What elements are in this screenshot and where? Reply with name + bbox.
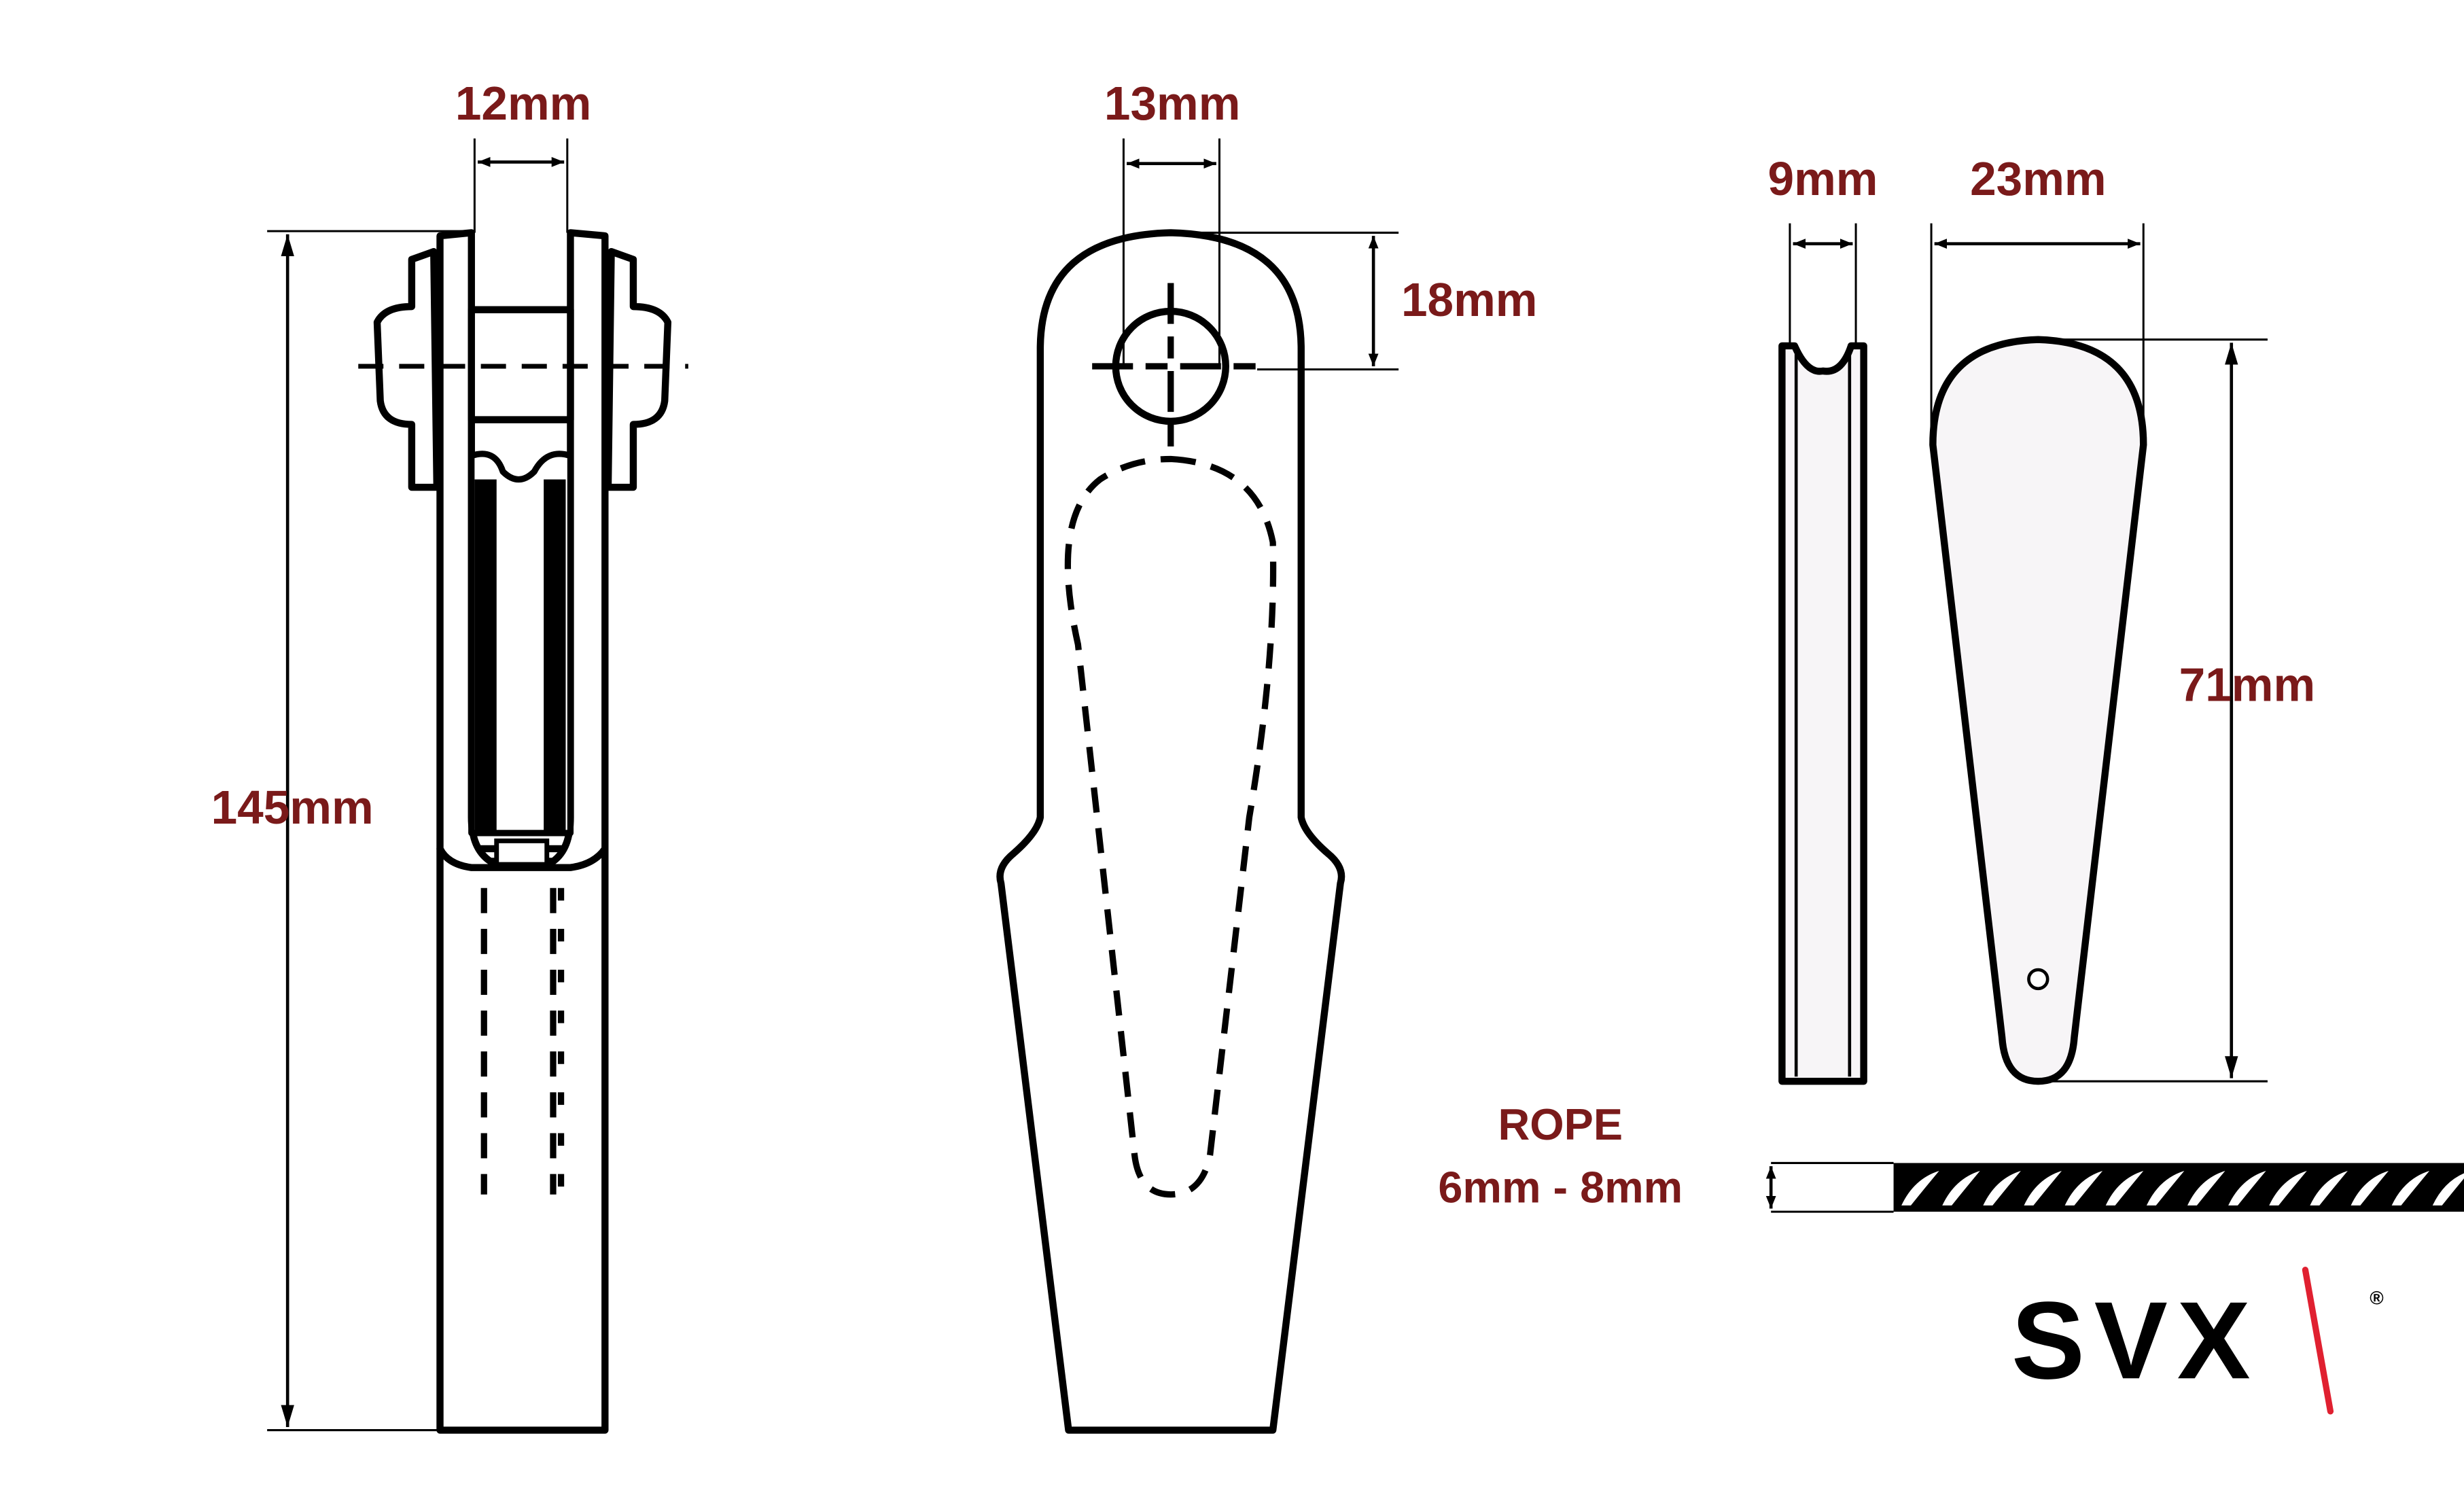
fork-length-label: 145mm [211, 781, 374, 834]
wedge-dimensions [1789, 223, 2268, 1083]
wedge-thickness-label: 9mm [1768, 152, 1878, 205]
wedge-width-label: 23mm [1970, 152, 2107, 205]
rope-strand [2024, 1171, 2062, 1206]
rope-strand [2310, 1171, 2348, 1206]
socket-hole-label: 18mm [1401, 273, 1538, 326]
rope-strand [2105, 1171, 2144, 1206]
wedge-side-view [1778, 342, 1867, 1085]
svx-logo: SVX ® [2011, 1267, 2384, 1415]
logo-text: SVX [2011, 1279, 2260, 1402]
rope-strand [1901, 1171, 1939, 1206]
rope-strand [2391, 1171, 2430, 1206]
socket-width-label: 13mm [1104, 77, 1241, 130]
rope-strand [1983, 1171, 2021, 1206]
rope-strand [2432, 1173, 2464, 1206]
rope-strand [2187, 1171, 2225, 1206]
rope-dimension [1765, 1161, 1894, 1213]
rope-strand [1942, 1171, 1980, 1206]
fork-dimensions [267, 138, 569, 1432]
registered-mark: ® [2370, 1288, 2384, 1309]
wedge-length-label: 71mm [2179, 658, 2316, 711]
rope [1893, 1163, 2464, 1212]
rope-strand [2269, 1171, 2307, 1206]
rope-strand [2228, 1171, 2266, 1206]
rope-size-range: 6mm - 8mm [1438, 1162, 1683, 1212]
fork-width-label: 12mm [455, 77, 592, 130]
rope-title: ROPE [1498, 1100, 1623, 1149]
socket-dimensions [1122, 138, 1399, 371]
rope-strand [2064, 1171, 2103, 1206]
wedge-front-view [1929, 336, 2147, 1085]
rope-strand [2351, 1171, 2389, 1206]
wedge-socket [996, 229, 1345, 1434]
rope-strand [2146, 1171, 2185, 1206]
fork-terminal [358, 229, 688, 1434]
